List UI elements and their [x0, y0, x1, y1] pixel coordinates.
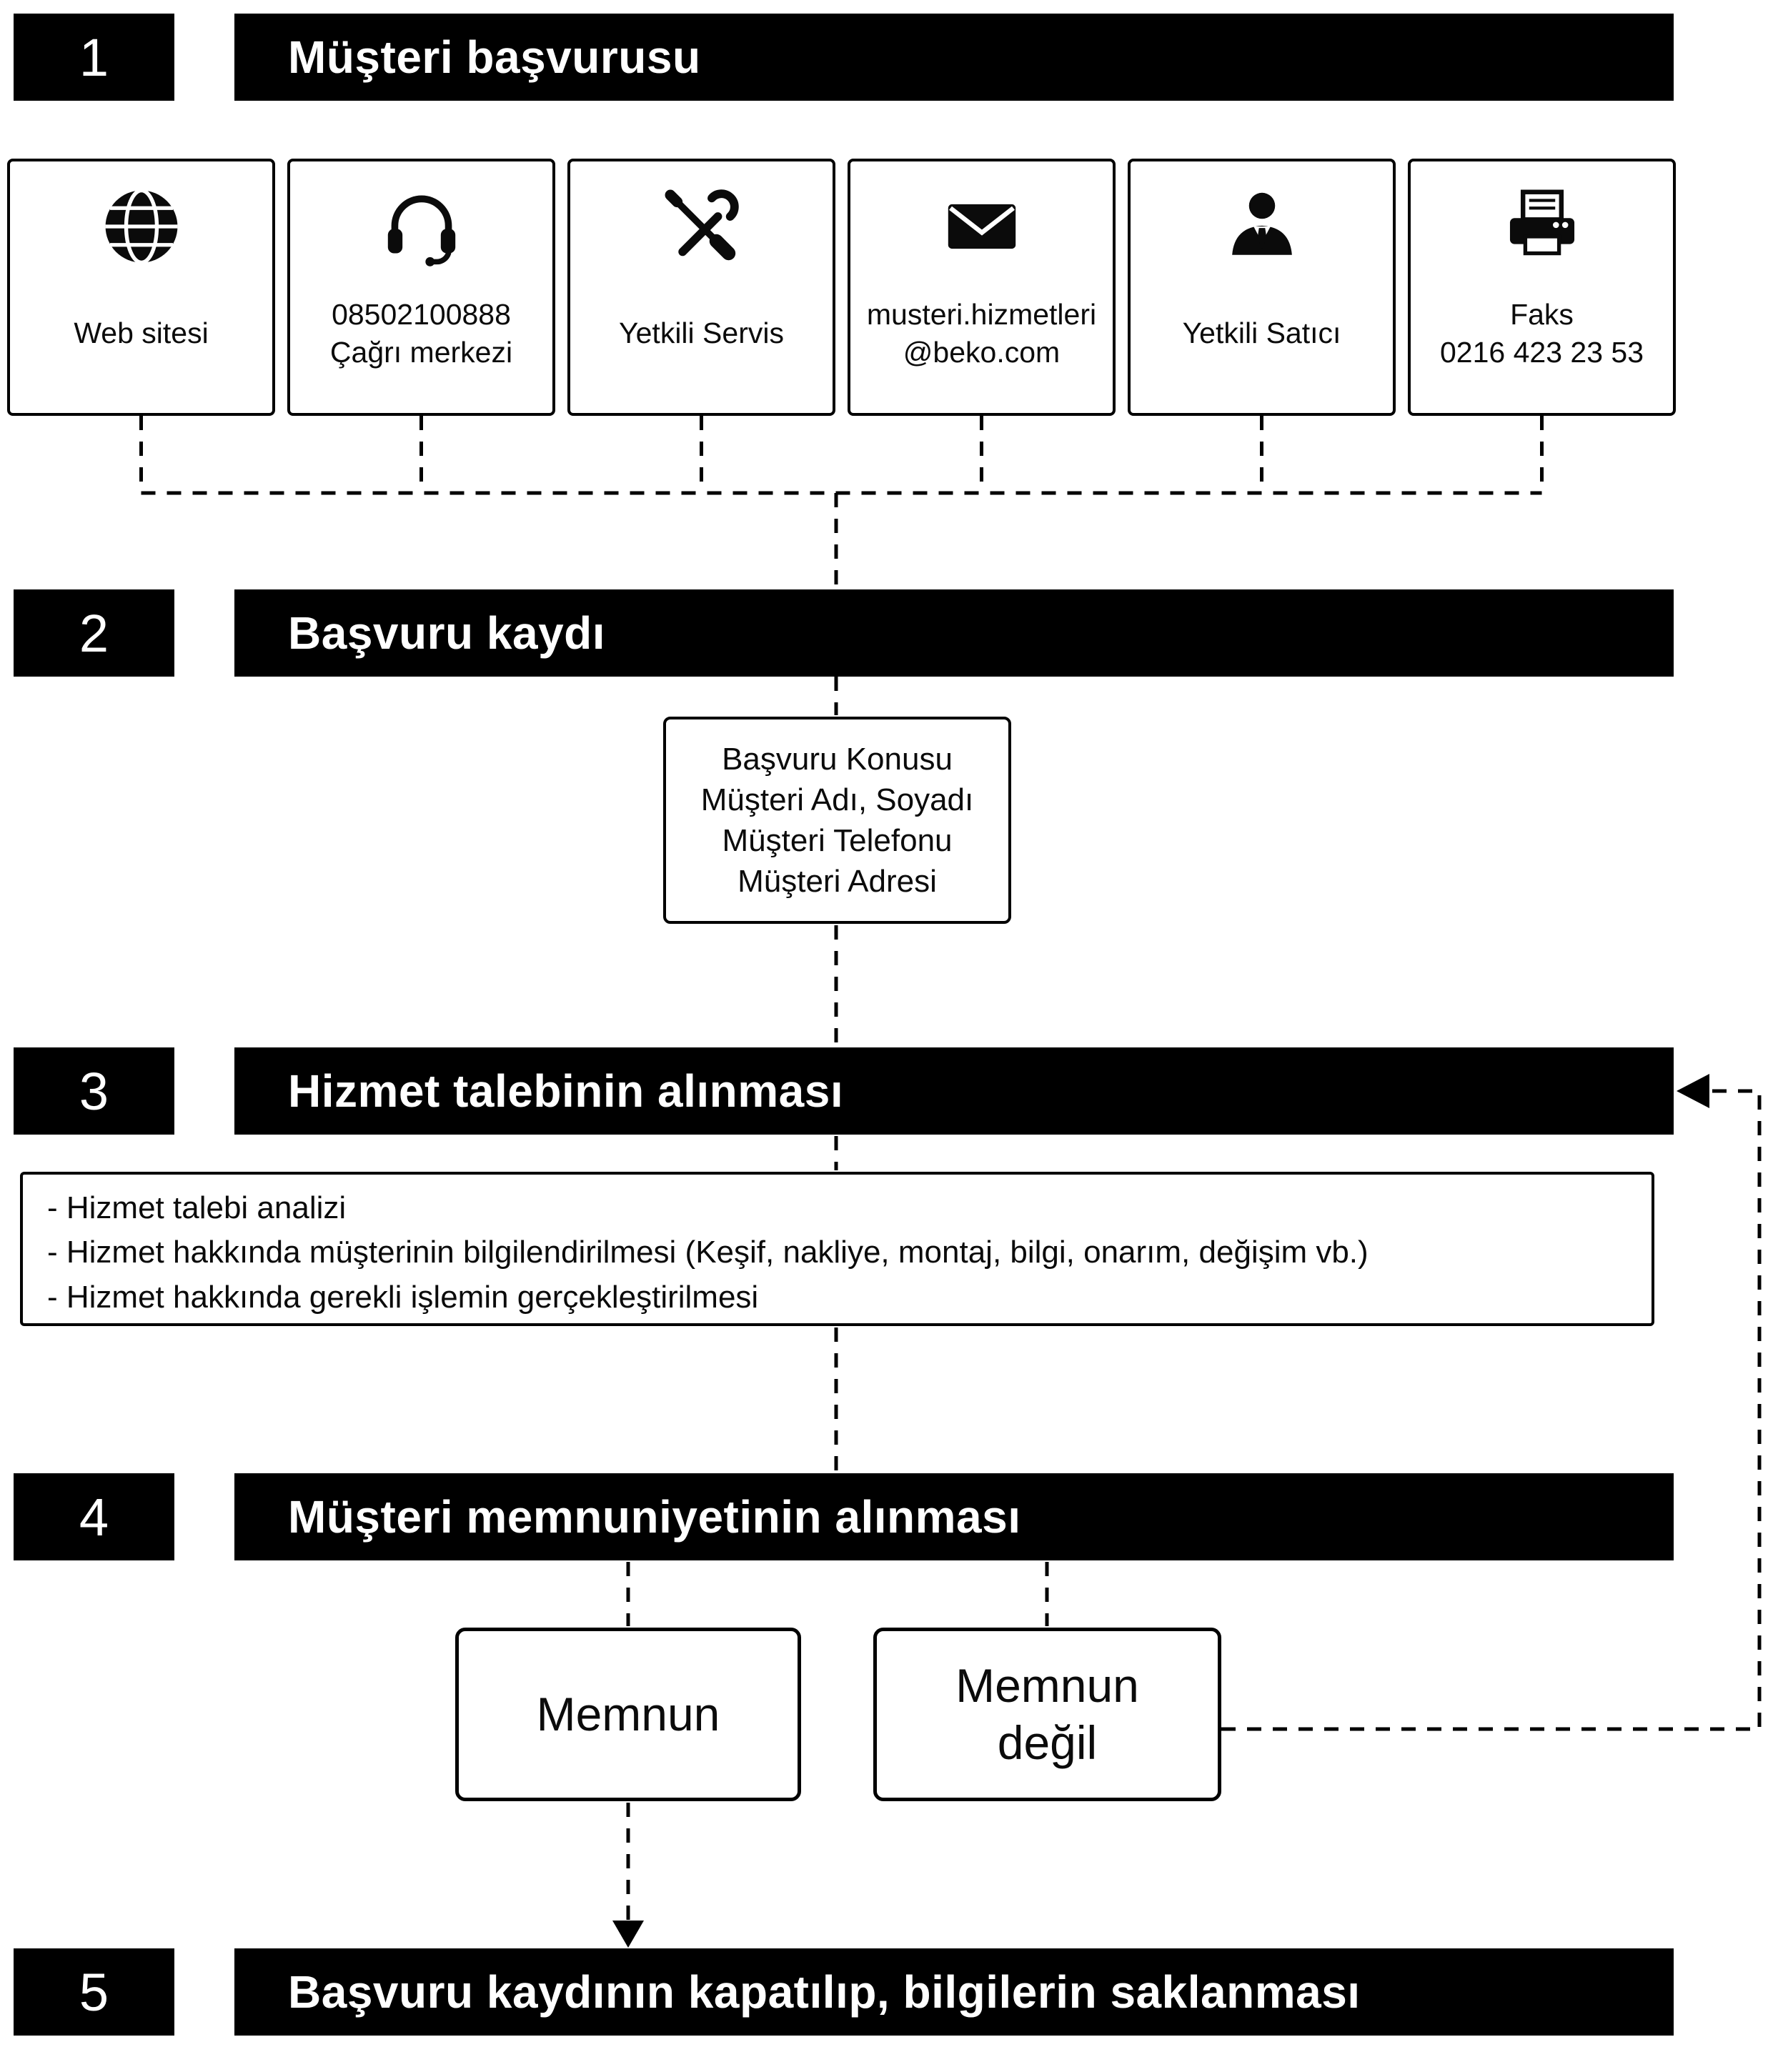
channel-call-center: 08502100888 Çağrı merkezi [287, 159, 555, 416]
step-4-header: Müşteri memnuniyetinin alınması [234, 1473, 1674, 1560]
step-5-header: Başvuru kaydının kapatılıp, bilgilerin s… [234, 1948, 1674, 2036]
step-2-number: 2 [14, 589, 174, 677]
service-action: - Hizmet hakkında müşterinin bilgilendir… [47, 1235, 1369, 1270]
step-4-number: 4 [14, 1473, 174, 1560]
globe-icon [105, 188, 177, 265]
step-5-title: Başvuru kaydının kapatılıp, bilgilerin s… [288, 1966, 1361, 2018]
fax-icon [1509, 189, 1574, 256]
channel-fax: Faks 0216 423 23 53 [1408, 159, 1676, 416]
service-actions-box: - Hizmet talebi analizi - Hizmet hakkınd… [20, 1172, 1654, 1326]
service-action: - Hizmet hakkında gerekli işlemin gerçek… [47, 1279, 759, 1315]
step-3-number: 3 [14, 1047, 174, 1135]
channel-authorized-service-label: Yetkili Servis [619, 317, 784, 350]
channel-authorized-dealer-label: Yetkili Satıcı [1182, 317, 1341, 350]
step-3-title: Hizmet talebinin alınması [288, 1065, 844, 1117]
outcome-satisfied-label: Memnun [536, 1687, 720, 1740]
step-3-header: Hizmet talebinin alınması [234, 1047, 1674, 1135]
record-field: Müşteri Telefonu [722, 823, 953, 858]
channel-authorized-dealer: Yetkili Satıcı [1128, 159, 1396, 416]
channel-email-label: musteri.hizmetleri @beko.com [866, 297, 1097, 369]
person-icon [1231, 192, 1292, 255]
tools-icon [665, 189, 739, 261]
channel-authorized-service: Yetkili Servis [567, 159, 835, 416]
outcome-satisfied: Memnun [455, 1628, 801, 1801]
channel-email: musteri.hizmetleri @beko.com [848, 159, 1116, 416]
arrow-down-icon [612, 1921, 644, 1948]
arrow-left-icon [1677, 1074, 1709, 1108]
dashed-connectors [139, 416, 1762, 1922]
step-1-number: 1 [14, 14, 174, 101]
record-field: Müşteri Adı, Soyadı [700, 782, 974, 817]
step-2-title: Başvuru kaydı [288, 607, 606, 659]
headset-icon [387, 195, 455, 267]
record-fields-box: Başvuru Konusu Müşteri Adı, Soyadı Müşte… [663, 717, 1011, 924]
channel-website-label: Web sitesi [74, 317, 209, 350]
step-1-header: Müşteri başvurusu [234, 14, 1674, 101]
outcome-not-satisfied-label: Memnun değil [955, 1659, 1139, 1769]
channel-row: Web sitesi 08502100888 Çağrı merkezi [7, 159, 1676, 416]
record-field: Müşteri Adresi [737, 864, 937, 900]
channel-fax-label: Faks 0216 423 23 53 [1440, 297, 1644, 369]
service-action: - Hizmet talebi analizi [47, 1190, 347, 1225]
step-1-title: Müşteri başvurusu [288, 31, 701, 83]
outcome-not-satisfied: Memnun değil [873, 1628, 1221, 1801]
channel-website: Web sitesi [7, 159, 275, 416]
step-2-header: Başvuru kaydı [234, 589, 1674, 677]
step-5-number: 5 [14, 1948, 174, 2036]
record-field: Başvuru Konusu [722, 741, 953, 777]
envelope-icon [948, 204, 1015, 249]
step-4-title: Müşteri memnuniyetinin alınması [288, 1491, 1021, 1543]
channel-call-center-label: 08502100888 Çağrı merkezi [329, 297, 513, 369]
